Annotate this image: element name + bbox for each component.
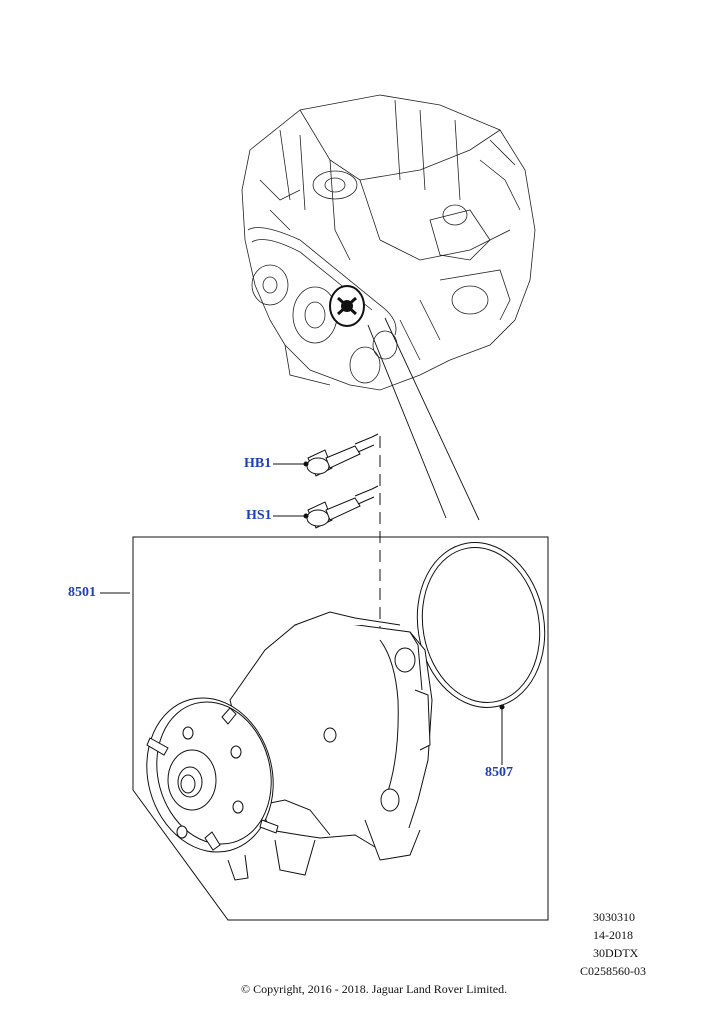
water-pump-drawing bbox=[146, 611, 433, 881]
bolt-hb1-drawing bbox=[306, 433, 379, 477]
callout-hs1[interactable]: HS1 bbox=[246, 508, 272, 523]
meta-line-3: 30DDTX bbox=[593, 946, 639, 960]
gasket-ring bbox=[416, 542, 546, 708]
diagram-metadata: 3030310 14-2018 30DDTX C0258560-03 bbox=[580, 908, 662, 980]
callout-8501[interactable]: 8501 bbox=[68, 585, 96, 600]
engine-leader-lines bbox=[367, 317, 480, 521]
meta-line-4: C0258560-03 bbox=[580, 964, 646, 978]
engine-assembly bbox=[241, 94, 536, 391]
copyright-notice: © Copyright, 2016 - 2018. Jaguar Land Ro… bbox=[241, 982, 508, 996]
meta-line-2: 14-2018 bbox=[593, 928, 633, 942]
callout-leaders bbox=[100, 461, 505, 765]
engine-pump-highlight bbox=[329, 285, 365, 327]
bolt-hs1-drawing bbox=[306, 485, 379, 529]
callout-8507[interactable]: 8507 bbox=[485, 765, 513, 780]
kit-bracket bbox=[132, 536, 549, 921]
callout-hb1[interactable]: HB1 bbox=[244, 456, 272, 471]
meta-line-1: 3030310 bbox=[593, 910, 635, 924]
